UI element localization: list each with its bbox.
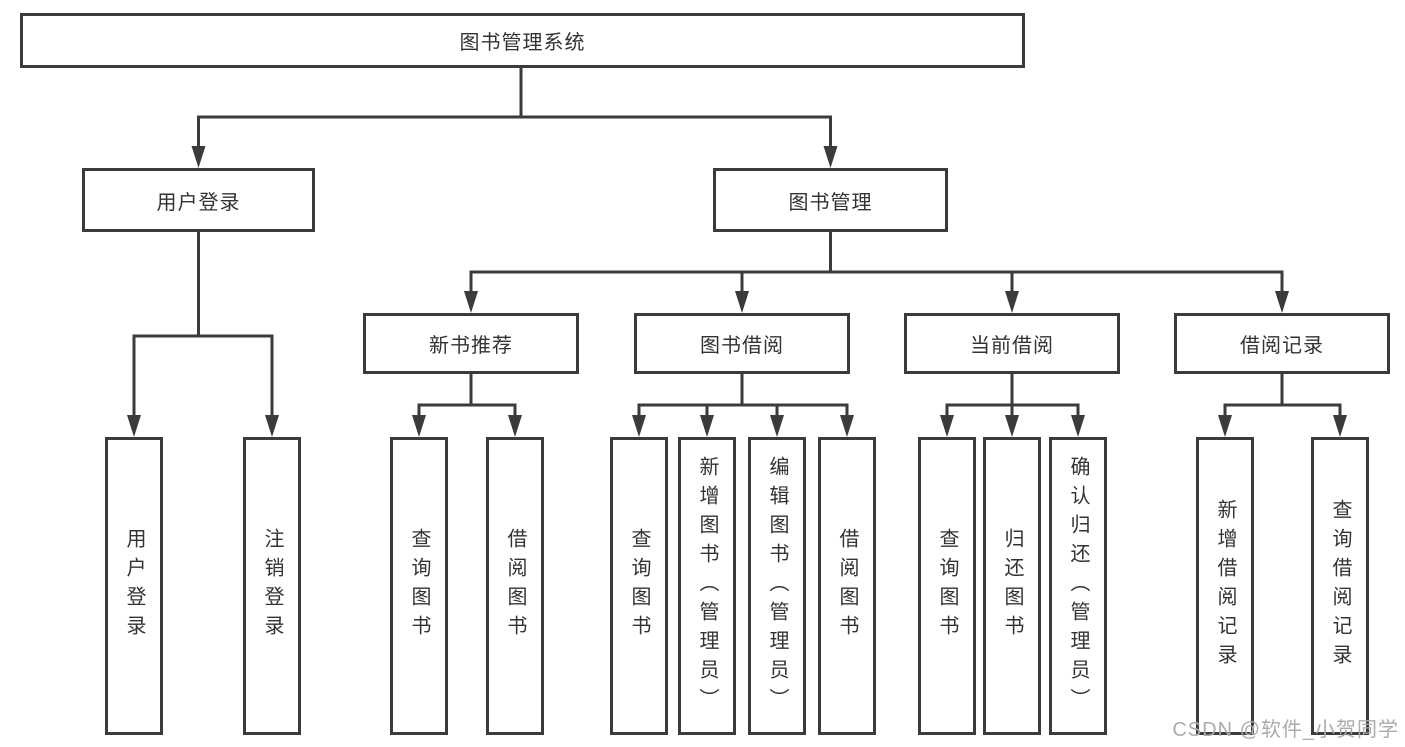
- connector-newbook-to-leaves: [417, 374, 517, 417]
- node-label: 图书管理系统: [459, 32, 586, 54]
- node-label: 新书推荐: [429, 335, 513, 357]
- node-label: 查询图书: [628, 528, 650, 644]
- arrowhead: [770, 415, 784, 437]
- node-label: 借阅图书: [504, 528, 526, 644]
- arrowhead: [1071, 415, 1085, 437]
- node-label: 图书管理: [788, 191, 873, 214]
- leaf-user-login: 用户登录: [105, 437, 163, 735]
- node-label: 查询借阅记录: [1329, 499, 1351, 673]
- arrowhead: [412, 415, 426, 437]
- leaf-borrow-book: 借阅图书: [818, 437, 876, 735]
- connector-current-to-leaves: [945, 374, 1080, 417]
- leaf-return-book: 归还图书: [983, 437, 1041, 735]
- node-label: 归还图书: [1001, 528, 1023, 644]
- arrowhead: [840, 415, 854, 437]
- arrowhead: [265, 415, 279, 437]
- leaf-add-book-admin: 新增图书（管理员）: [678, 437, 736, 735]
- node-root-system: 图书管理系统: [20, 13, 1025, 68]
- connector-line: [1223, 374, 1342, 417]
- arrowhead: [1333, 415, 1347, 437]
- node-label: 借阅记录: [1240, 335, 1324, 357]
- arrowhead: [823, 146, 838, 168]
- arrowhead: [127, 415, 141, 437]
- connector-root-to-level2: [197, 68, 832, 148]
- node-label: 编辑图书（管理员）: [766, 455, 788, 717]
- node-user-login: 用户登录: [82, 168, 315, 232]
- connector-line: [132, 232, 274, 417]
- node-label: 图书借阅: [700, 335, 784, 357]
- arrowhead: [1005, 291, 1019, 313]
- node-book-management: 图书管理: [713, 168, 948, 232]
- leaf-confirm-return-admin: 确认归还（管理员）: [1049, 437, 1107, 735]
- arrowhead: [632, 415, 646, 437]
- connector-records-to-leaves: [1223, 374, 1342, 417]
- connector-bookmgmt-to-level3: [469, 232, 1284, 293]
- leaf-query-borrow-record: 查询借阅记录: [1311, 437, 1369, 735]
- leaf-borrow-book-recommend: 借阅图书: [486, 437, 544, 735]
- connector-line: [469, 232, 1284, 293]
- connector-borrow-to-leaves: [637, 374, 849, 417]
- connector-userlogin-to-leaves: [132, 232, 274, 417]
- node-label: 确认归还（管理员）: [1067, 455, 1089, 717]
- arrowhead: [1218, 415, 1232, 437]
- arrowhead: [700, 415, 714, 437]
- arrowhead: [1275, 291, 1289, 313]
- arrowhead: [508, 415, 522, 437]
- arrowhead: [191, 146, 206, 168]
- arrowhead: [464, 291, 478, 313]
- node-label: 查询图书: [936, 528, 958, 644]
- connector-line: [637, 374, 849, 417]
- leaf-add-borrow-record: 新增借阅记录: [1196, 437, 1254, 735]
- arrowhead: [735, 291, 749, 313]
- node-label: 借阅图书: [836, 528, 858, 644]
- node-current-borrowing: 当前借阅: [904, 313, 1120, 374]
- node-label: 用户登录: [123, 528, 145, 644]
- arrowhead: [1005, 415, 1019, 437]
- connector-line: [417, 374, 517, 417]
- node-label: 新增借阅记录: [1214, 499, 1236, 673]
- node-new-book-recommend: 新书推荐: [363, 313, 579, 374]
- connector-line: [945, 374, 1080, 417]
- leaf-query-book-borrowing: 查询图书: [610, 437, 668, 735]
- node-label: 查询图书: [408, 528, 430, 644]
- leaf-edit-book-admin: 编辑图书（管理员）: [748, 437, 806, 735]
- node-label: 当前借阅: [970, 335, 1054, 357]
- connector-line: [197, 68, 832, 148]
- leaf-query-book-current: 查询图书: [918, 437, 976, 735]
- watermark: CSDN @软件_小贺同学: [1172, 719, 1399, 741]
- node-label: 新增图书（管理员）: [696, 455, 718, 717]
- node-borrowing-records: 借阅记录: [1174, 313, 1390, 374]
- arrowhead: [940, 415, 954, 437]
- node-label: 用户登录: [156, 191, 241, 214]
- leaf-logout: 注销登录: [243, 437, 301, 735]
- node-label: 注销登录: [261, 528, 283, 644]
- leaf-query-book-recommend: 查询图书: [390, 437, 448, 735]
- node-book-borrowing: 图书借阅: [634, 313, 850, 374]
